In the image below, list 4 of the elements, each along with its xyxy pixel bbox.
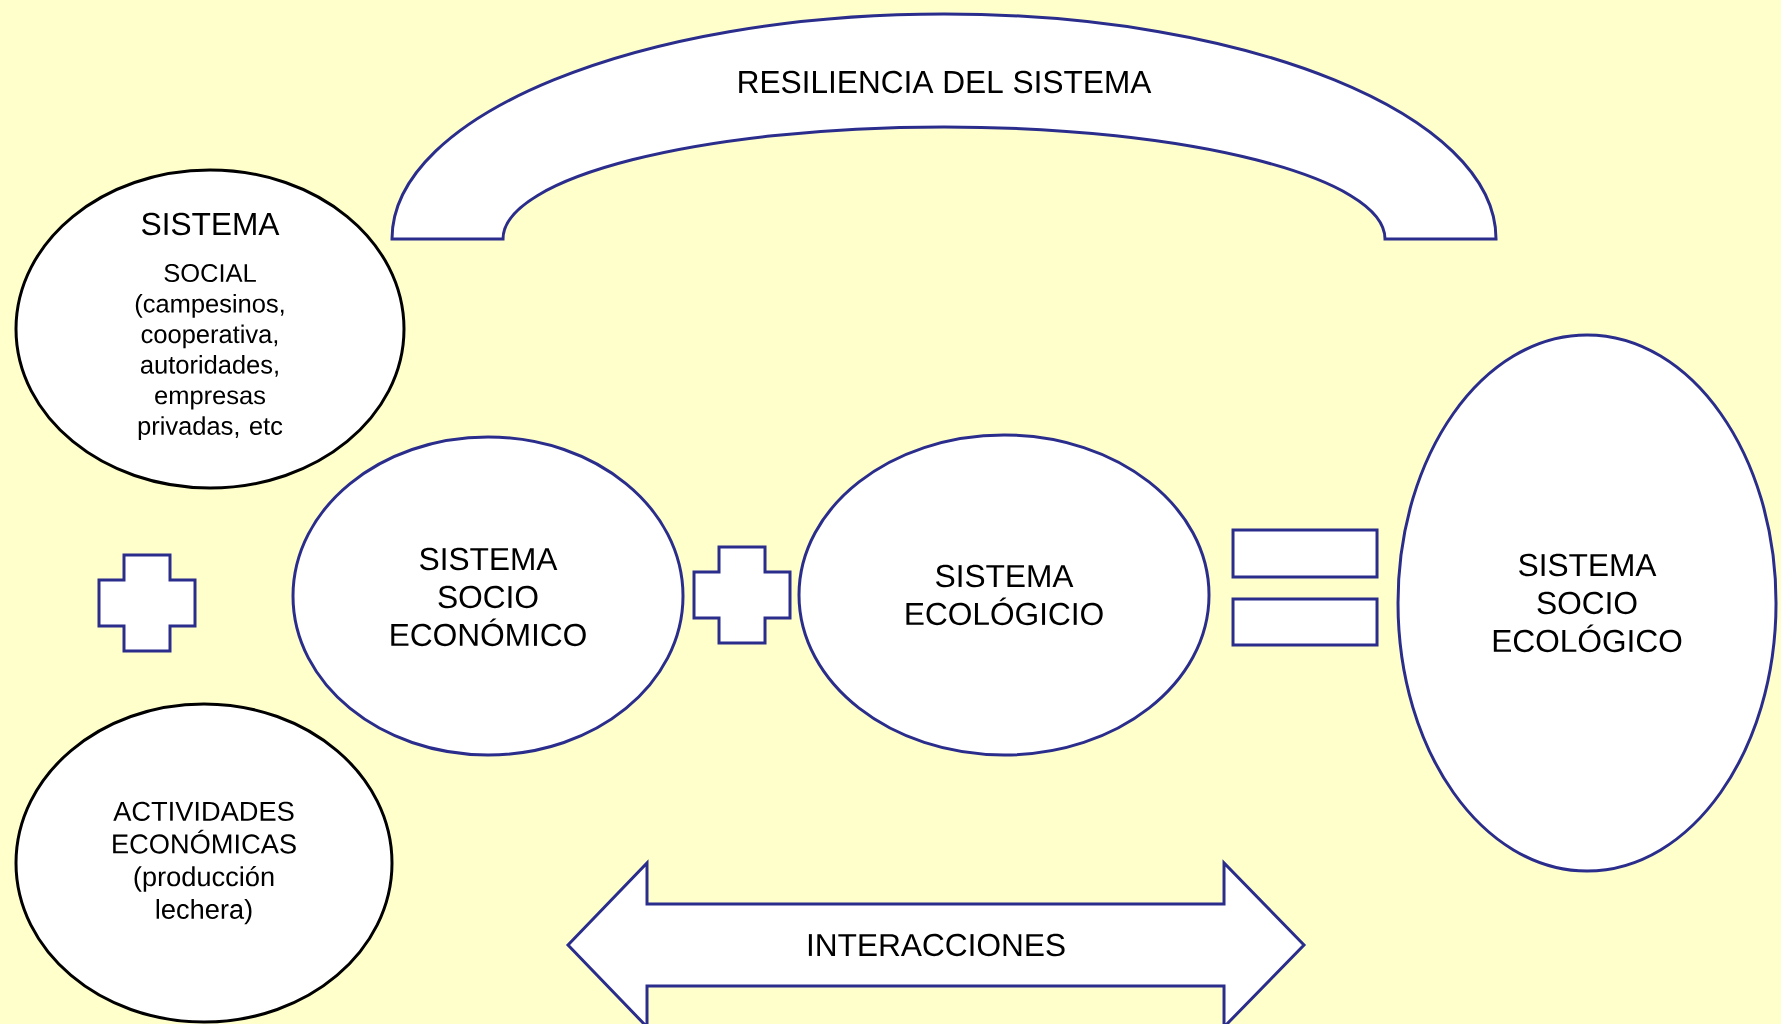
plus-sign: [692, 545, 792, 645]
arch-band: RESILIENCIA DEL SISTEMA: [390, 12, 1498, 241]
plus-sign: [97, 553, 197, 653]
equals-sign: [1231, 528, 1379, 647]
